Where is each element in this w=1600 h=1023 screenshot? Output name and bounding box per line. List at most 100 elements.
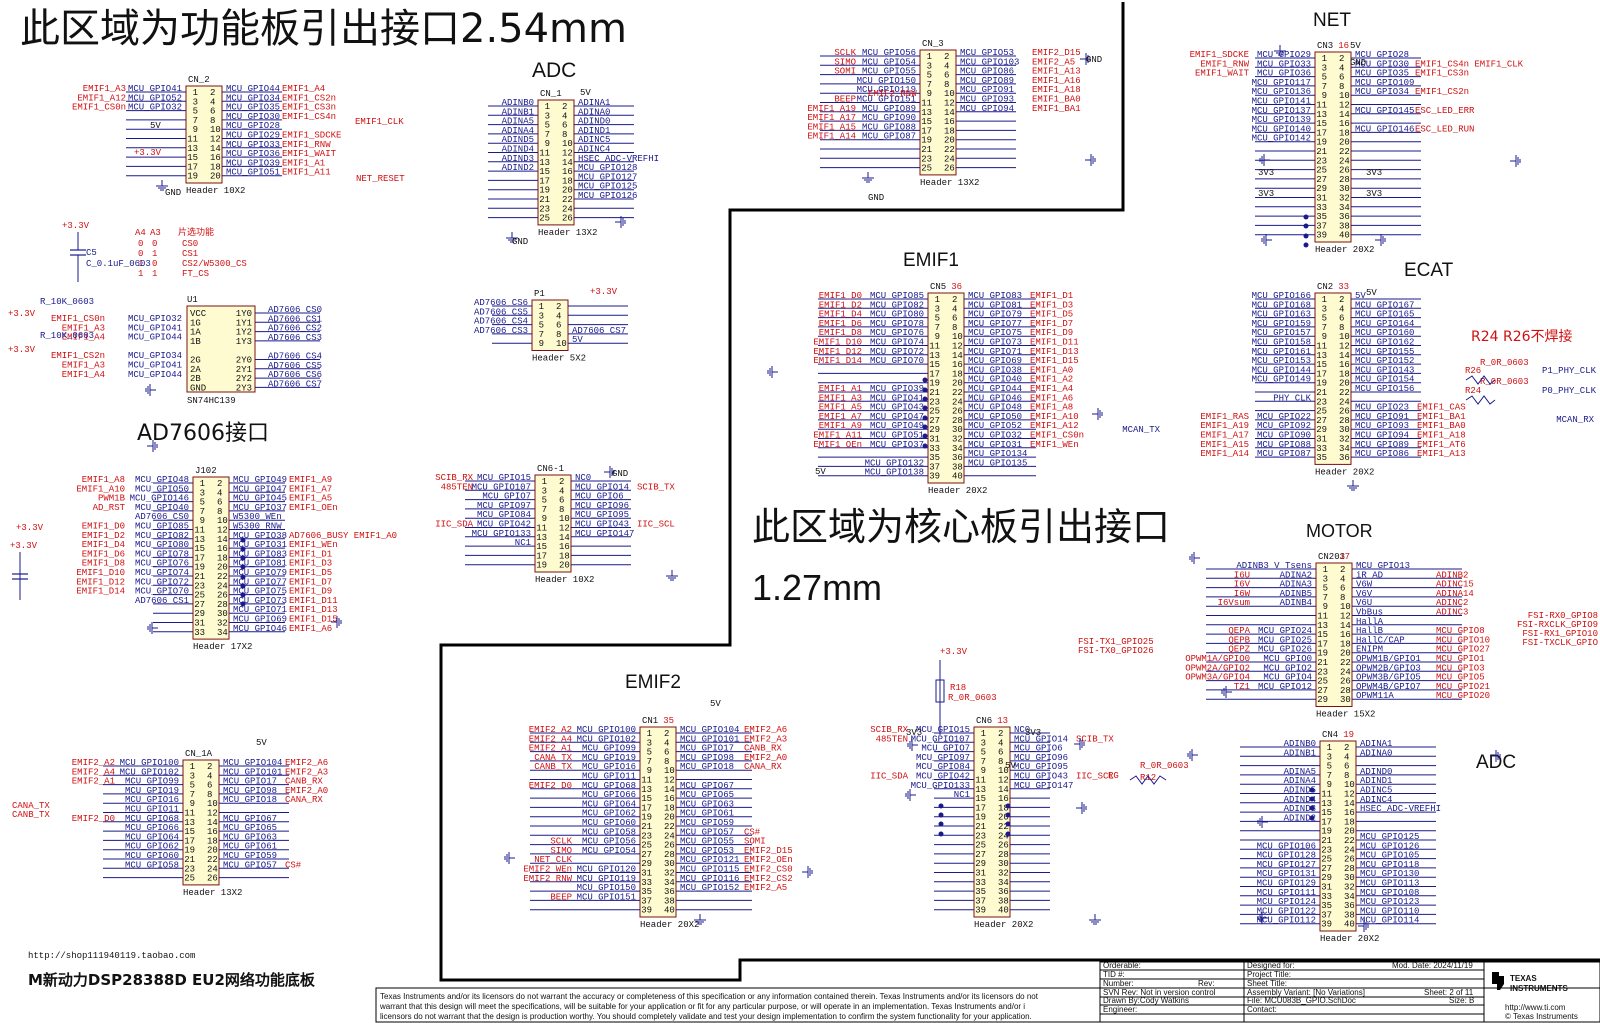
pin-number: 9 — [542, 514, 547, 524]
v5-label: 5V — [1005, 761, 1016, 771]
header-num: 35 — [663, 716, 674, 726]
pin-number: 10 — [664, 766, 675, 776]
pin-number: 23 — [1321, 845, 1332, 855]
pin-net-right: MCU_GPIO108 — [1360, 888, 1419, 898]
header-ref: J102 — [195, 466, 217, 476]
junction-dot — [240, 564, 246, 570]
pin-number: 22 — [1339, 147, 1350, 157]
pin-number: 10 — [1339, 91, 1350, 101]
cs-cell: CS0 — [182, 239, 198, 249]
pin-net-right: NC0 — [575, 473, 591, 483]
pin-signal-right: EMIF1_BA0 — [1032, 95, 1081, 105]
pin-number: 24 — [207, 864, 218, 874]
pin-number: 3 — [1327, 752, 1332, 762]
pin-net-right: MCU_GPIO98 — [223, 786, 277, 796]
header-ref: CN5 — [930, 282, 946, 292]
pin-net-left: AD7606_CS4 — [474, 317, 528, 327]
pin-net-right: MCU_GPIO44 — [226, 84, 280, 94]
pin-net-left: MCU_GPIO89 — [862, 104, 916, 114]
r26-value: R_0R_0603 — [1480, 358, 1529, 368]
pin-number: 7 — [542, 505, 547, 515]
pin-number: 37 — [1321, 910, 1332, 920]
pin-net-left: MCU_GPIO76 — [135, 559, 189, 569]
pin-number: 35 — [975, 887, 986, 897]
pin-number: 5 — [1323, 584, 1328, 594]
gnd-symbol — [694, 914, 706, 925]
pin-signal-left: CANA_TX — [534, 753, 572, 763]
pin-net-left: MCU_GPIO41 — [870, 393, 924, 403]
pin-net-left: MCU_GPIO90 — [862, 113, 916, 123]
pin-net-left: MCU_GPIO85 — [870, 291, 924, 301]
pin-net-left: MCU_GPIO149 — [1252, 375, 1311, 385]
junction-dot — [922, 424, 928, 430]
pin-signal-left: EMIF1_A14 — [1200, 449, 1249, 459]
pin-signal-right: EMIF1_D1 — [289, 549, 332, 559]
cs-cell: 0 — [138, 239, 143, 249]
pin-number: 11 — [184, 809, 195, 819]
pin-number: 1 — [539, 302, 544, 312]
shop-url[interactable]: http://shop111940119.taobao.com — [28, 951, 195, 961]
pin-signal-left: QEPB — [1228, 635, 1250, 645]
pin-number: 36 — [1339, 212, 1350, 222]
pin-number: 23 — [194, 581, 205, 591]
pin-number: 29 — [1316, 184, 1327, 194]
pin-net-right: MCU_GPIO14 — [575, 482, 629, 492]
gnd-symbol — [1347, 480, 1359, 491]
pin-net-right: MCU_GPIO147 — [575, 529, 634, 539]
pin-net-left: MCU_GPIO146 — [130, 494, 189, 504]
pin-net-left: MCU_GPIO161 — [1252, 347, 1311, 357]
pin-signal-right: EMIF1_D9 — [289, 587, 332, 597]
pin-net-left: MCU_GPIO78 — [870, 319, 924, 329]
pin-number: 15 — [975, 794, 986, 804]
pin-number: 29 — [194, 609, 205, 619]
pin-signal-left: QEPZ — [1228, 645, 1250, 655]
pin-number: 2 — [562, 102, 567, 112]
tb-designed-for: Designed for: — [1247, 961, 1295, 970]
pin-net-left: AD7606_CS6 — [474, 298, 528, 308]
pin-net-left: MCU_GPIO11 — [582, 772, 636, 782]
pin-number: 39 — [929, 472, 940, 482]
pin-number: 32 — [1344, 883, 1355, 893]
pin-net-right: V6W — [1356, 580, 1373, 590]
header-type: Header 20X2 — [974, 920, 1033, 930]
pin-net-left: MCU_GPIO42 — [477, 520, 531, 530]
pin-signal-right: EMIF2_A3 — [285, 767, 328, 777]
pin-number: 40 — [1344, 920, 1355, 930]
pin-signal-right: MCU_GPIO20 — [1436, 691, 1490, 701]
pin-number: 22 — [207, 855, 218, 865]
pin-number: 38 — [1339, 221, 1350, 231]
tb-rev: Rev: — [1198, 979, 1214, 988]
pin-number: 29 — [975, 859, 986, 869]
tb-web[interactable]: http://www.ti.com — [1505, 1003, 1566, 1012]
pin-net-left: ADIND4 — [1284, 795, 1316, 805]
pin-signal-left: EMIF1_A11 — [813, 431, 862, 441]
pin-net-left: ADIND2 — [1284, 813, 1316, 823]
pin-net-right: ADINC5 — [1360, 786, 1392, 796]
header-type: Header 15X2 — [1316, 710, 1375, 720]
header-body — [534, 474, 572, 573]
pin-number: 1 — [190, 762, 195, 772]
pin-net-right: MCU_GPIO118 — [1360, 860, 1419, 870]
pin-signal-right: EMIF1_OEn — [289, 503, 338, 513]
pin-number: 34 — [1339, 444, 1350, 454]
pin-number: 6 — [944, 71, 949, 81]
pin-number: 10 — [562, 139, 573, 149]
pin-signal-left: IIC_SDA — [870, 772, 908, 782]
pin-number: 4 — [1344, 752, 1349, 762]
net-fsi-right: FSI-RX1_GPIO10 — [1522, 629, 1598, 639]
header-num: 17 — [1339, 552, 1350, 562]
pin-signal-right: EMIF1_WEn — [1030, 440, 1079, 450]
pin-signal-left: QEPA — [1228, 626, 1250, 636]
pin-signal-right: EMIF1_D7 — [1030, 319, 1073, 329]
pin-number: 2 — [210, 88, 215, 98]
pin-number: 30 — [1339, 184, 1350, 194]
pin-net-left: MCU_GPIO74 — [870, 338, 924, 348]
gnd-symbol — [1085, 154, 1096, 166]
pin-number: 33 — [975, 878, 986, 888]
pin-number: 19 — [539, 186, 550, 196]
pin-number: 22 — [952, 388, 963, 398]
pin-number: 34 — [952, 444, 963, 454]
pin-signal-left: NET_CLK — [534, 855, 572, 865]
junction-dot — [1303, 223, 1309, 229]
junction-dot — [922, 415, 928, 421]
